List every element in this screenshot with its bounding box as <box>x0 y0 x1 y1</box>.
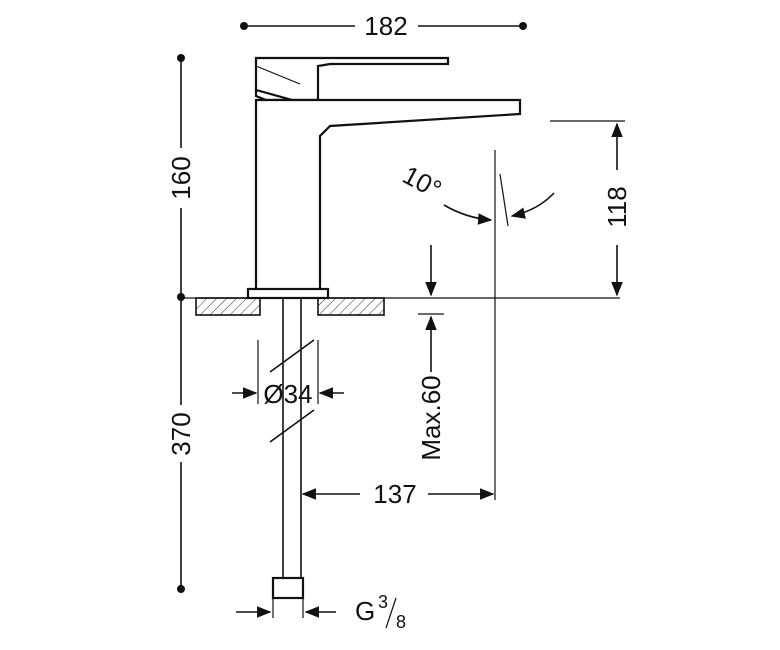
deck-section <box>184 297 620 316</box>
thread-prefix-label: G <box>355 596 375 626</box>
diameter-label: Ø34 <box>263 379 312 409</box>
angle-label: 10° <box>398 160 447 205</box>
reach-label: 137 <box>373 479 416 509</box>
dimension-spout-height: 118 <box>550 120 632 297</box>
supply-hose <box>269 298 315 618</box>
dimension-width-top: 182 <box>240 11 527 41</box>
dimension-max-deck: Max.60 <box>416 245 446 461</box>
max-deck-label: Max.60 <box>416 375 446 460</box>
thread-numerator-label: 3 <box>378 592 388 612</box>
dimension-height-left: 160 370 <box>166 54 196 593</box>
spout-height-label: 118 <box>602 186 632 227</box>
dimension-thread: G 3 8 <box>236 592 406 632</box>
height-upper-label: 160 <box>166 156 196 199</box>
height-lower-label: 370 <box>166 412 196 455</box>
faucet-body <box>246 56 522 300</box>
width-top-label: 182 <box>364 11 407 41</box>
dimension-reach: 137 <box>301 150 496 509</box>
dimension-diameter: Ø34 <box>232 340 344 409</box>
thread-denominator-label: 8 <box>396 612 406 632</box>
dimension-angle: 10° <box>398 160 555 227</box>
